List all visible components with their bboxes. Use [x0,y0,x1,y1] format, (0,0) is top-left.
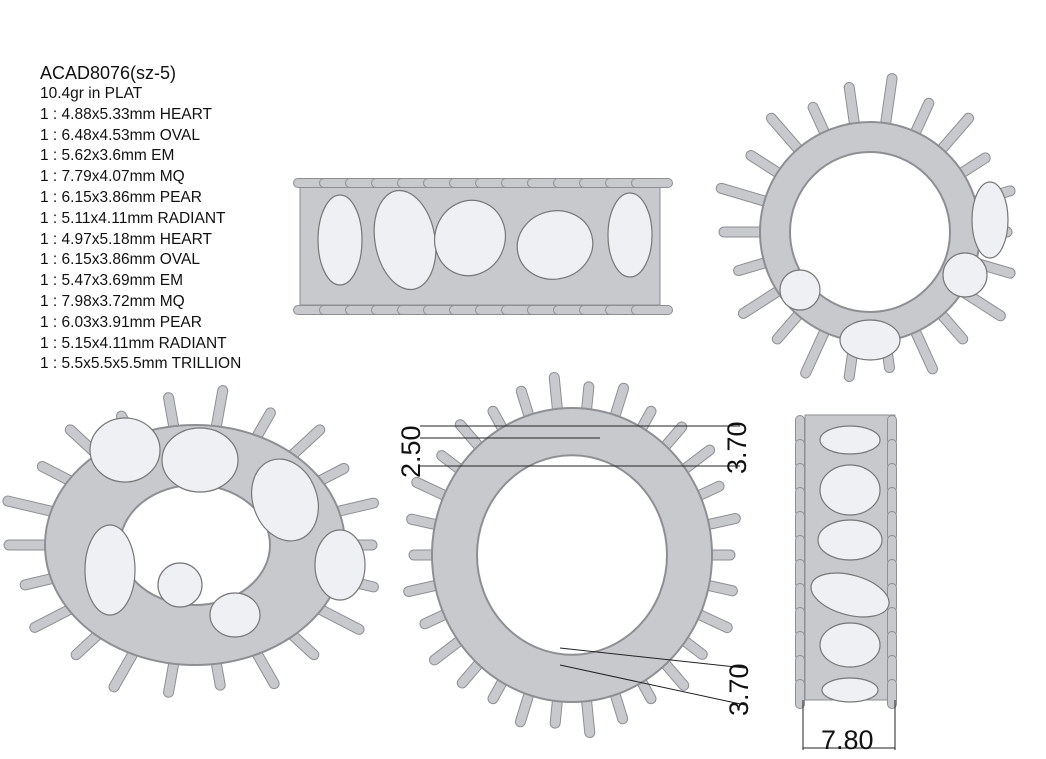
model-number: ACAD8076(sz-5) [40,63,177,83]
stone-spec: 1 : 5.15x4.11mm RADIANT [40,334,227,352]
ring-perspective-view-left [2,385,379,698]
spec-list: ACAD8076(sz-5) 10.4gr in PLAT 1 : 4.88x5… [40,62,241,375]
ring-side-view [795,414,897,709]
stone-spec: 1 : 4.97x5.18mm HEART [40,230,213,248]
dimension-lines [420,425,896,750]
gemstone [516,210,594,280]
gemstone [89,417,161,483]
metal-weight: 10.4gr in PLAT [40,85,143,102]
stone-spec: 1 : 5.5x5.5x5.5mm TRILLION [40,355,242,373]
gemstone [84,524,136,616]
dimension-bottom-width: 3.70 [724,663,754,716]
dimension-side-width: 7.80 [821,725,874,755]
gemstone [434,199,506,277]
stone-spec: 1 : 6.03x3.91mm PEAR [40,313,202,331]
ring-inner [789,151,951,313]
stone-spec: 1 : 7.98x3.72mm MQ [40,292,185,310]
stone-spec: 1 : 5.11x4.11mm RADIANT [40,209,226,227]
gemstone [810,572,890,618]
gemstone [819,464,881,516]
ring-front-view [403,371,741,739]
gemstone [971,181,1009,259]
stone-spec: 1 : 6.15x3.86mm OVAL [40,251,200,269]
stone-spec: 1 : 6.48x4.53mm OVAL [40,126,200,144]
gemstone [209,592,261,638]
stone-spec: 1 : 4.88x5.33mm HEART [40,105,213,123]
gemstone [819,425,881,455]
gemstone [779,269,821,311]
gemstone [157,562,203,608]
gemstone [821,677,879,703]
dimension-top-height: 2.50 [396,425,426,478]
ring-top-view [293,178,673,315]
gemstone [314,529,366,601]
gemstone [819,622,881,668]
stone-spec: 1 : 6.15x3.86mm PEAR [40,188,202,206]
gemstone [251,458,319,542]
stone-spec: 1 : 5.62x3.6mm EM [40,147,175,165]
gemstone [607,192,653,278]
gemstone [161,427,239,493]
dimension-top-width: 3.70 [722,421,752,474]
ring-perspective-view-right [715,73,1016,383]
gemstone [839,319,901,361]
stone-spec: 1 : 5.47x3.69mm EM [40,272,184,290]
ring-inner [476,454,668,656]
gemstone [317,194,363,286]
stone-spec: 1 : 7.79x4.07mm MQ [40,168,185,186]
gemstone [817,519,883,561]
gemstone [942,252,988,298]
